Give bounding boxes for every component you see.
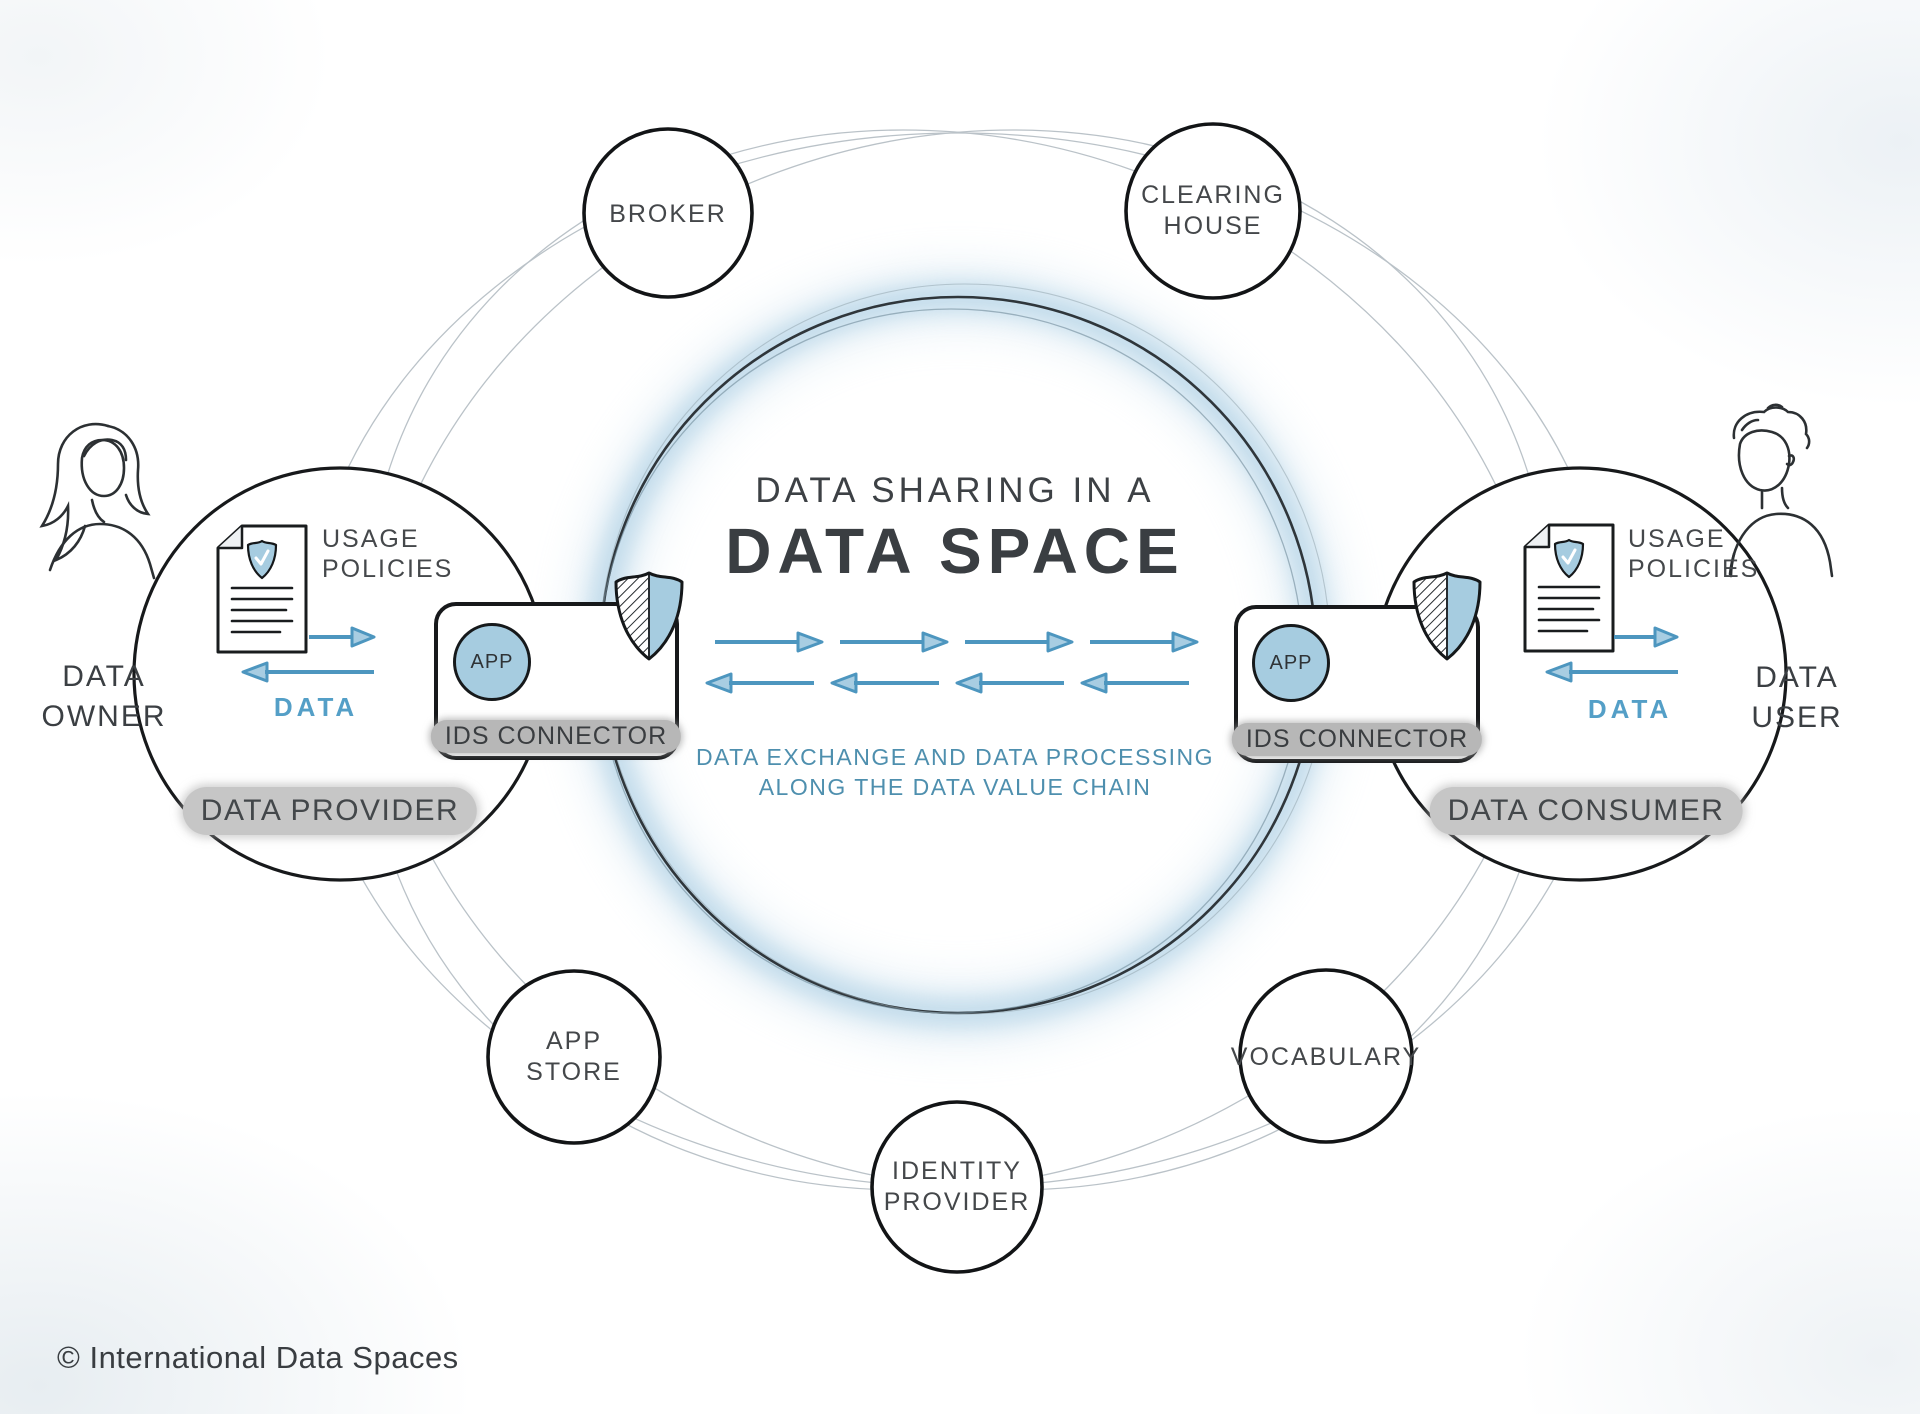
center-description-line1: DATA EXCHANGE AND DATA PROCESSING xyxy=(695,744,1215,770)
consumer-usage-policies-label: USAGE POLICIES xyxy=(1628,525,1760,583)
data-owner-person-icon xyxy=(39,422,156,580)
broker-circle xyxy=(582,127,754,299)
consumer-data-label: DATA xyxy=(1587,694,1673,724)
provider-ids-connector-label: IDS CONNECTOR xyxy=(430,720,682,753)
data-space-ring xyxy=(570,267,1346,1043)
identity-provider-circle xyxy=(870,1100,1044,1274)
vocabulary-circle xyxy=(1238,968,1414,1144)
data-flow-arrows-left xyxy=(705,672,1189,694)
data-flow-arrows-right xyxy=(715,631,1199,653)
provider-usage-policies-document-icon xyxy=(216,524,308,654)
consumer-data-arrows xyxy=(1545,626,1679,683)
diagram-title-line1: DATA SHARING IN A xyxy=(755,471,1155,510)
provider-usage-policies-label: USAGE POLICIES xyxy=(322,525,454,583)
copyright-notice: © International Data Spaces xyxy=(57,1340,459,1375)
clearing-house-circle xyxy=(1124,122,1302,300)
consumer-app-badge: APP xyxy=(1252,624,1330,702)
consumer-usage-policies-document-icon xyxy=(1523,523,1615,653)
identity-provider-label: IDENTITY PROVIDER xyxy=(883,1157,1031,1216)
vocabulary-label: VOCABULARY xyxy=(1230,1043,1422,1071)
data-user-label: DATA USER xyxy=(1751,661,1843,734)
center-description-line2: ALONG THE DATA VALUE CHAIN xyxy=(758,774,1152,800)
provider-data-label: DATA xyxy=(273,692,359,722)
clearing-house-label: CLEARING HOUSE xyxy=(1141,181,1285,240)
data-owner-label: DATA OWNER xyxy=(41,660,167,733)
consumer-ids-connector-label: IDS CONNECTOR xyxy=(1231,723,1483,756)
diagram-title-line2: DATA SPACE xyxy=(725,515,1185,587)
provider-data-arrows xyxy=(241,626,376,683)
data-provider-role-badge: DATA PROVIDER xyxy=(182,787,478,835)
app-store-circle xyxy=(486,969,662,1145)
app-store-label: APP STORE xyxy=(526,1027,622,1086)
data-consumer-role-badge: DATA CONSUMER xyxy=(1429,787,1743,835)
broker-label: BROKER xyxy=(609,200,727,228)
provider-app-badge: APP xyxy=(453,623,531,701)
data-user-person-icon xyxy=(1728,403,1834,578)
